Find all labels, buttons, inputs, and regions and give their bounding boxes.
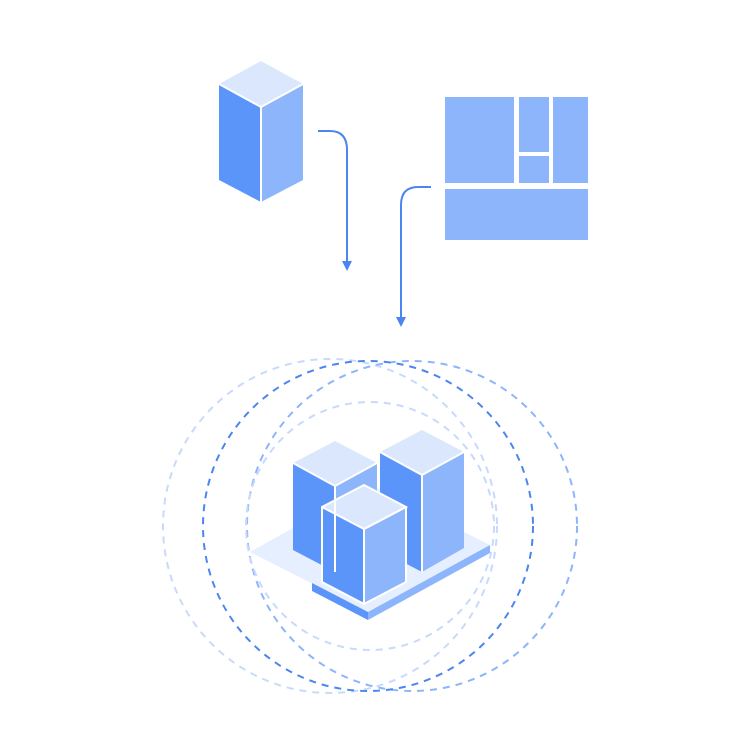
cluster-edges (292, 451, 465, 606)
block-back-left-top (293, 441, 377, 486)
orbit-ring-inner (202, 360, 534, 692)
partitioned-grid-icon (445, 97, 588, 240)
platform-right-side (368, 545, 490, 620)
block-front-left (322, 507, 364, 604)
platform-left-side (312, 583, 368, 620)
grid-cell-large (445, 97, 514, 183)
single-block-icon (218, 61, 304, 202)
orbit-ring-small (245, 401, 495, 651)
connector-arrow-left (318, 130, 352, 271)
block-front-right (364, 507, 406, 604)
connector-arrow-right (396, 186, 431, 327)
single-block-right (261, 84, 303, 202)
single-block-top-edge (218, 83, 304, 109)
block-tall-top (380, 430, 464, 475)
orbit-ring-outer-right (246, 360, 578, 692)
orbit-rings (162, 358, 578, 694)
grid-cell-right (553, 97, 588, 183)
grid-cell-bottom (445, 189, 588, 240)
single-block-left (219, 84, 261, 202)
block-tall-right (422, 452, 464, 572)
orbit-ring-outer-left (162, 358, 498, 694)
grid-cell-narrow-bottom (519, 156, 549, 183)
grid-cell-narrow-top (519, 97, 549, 152)
block-cluster-icon (250, 430, 490, 620)
